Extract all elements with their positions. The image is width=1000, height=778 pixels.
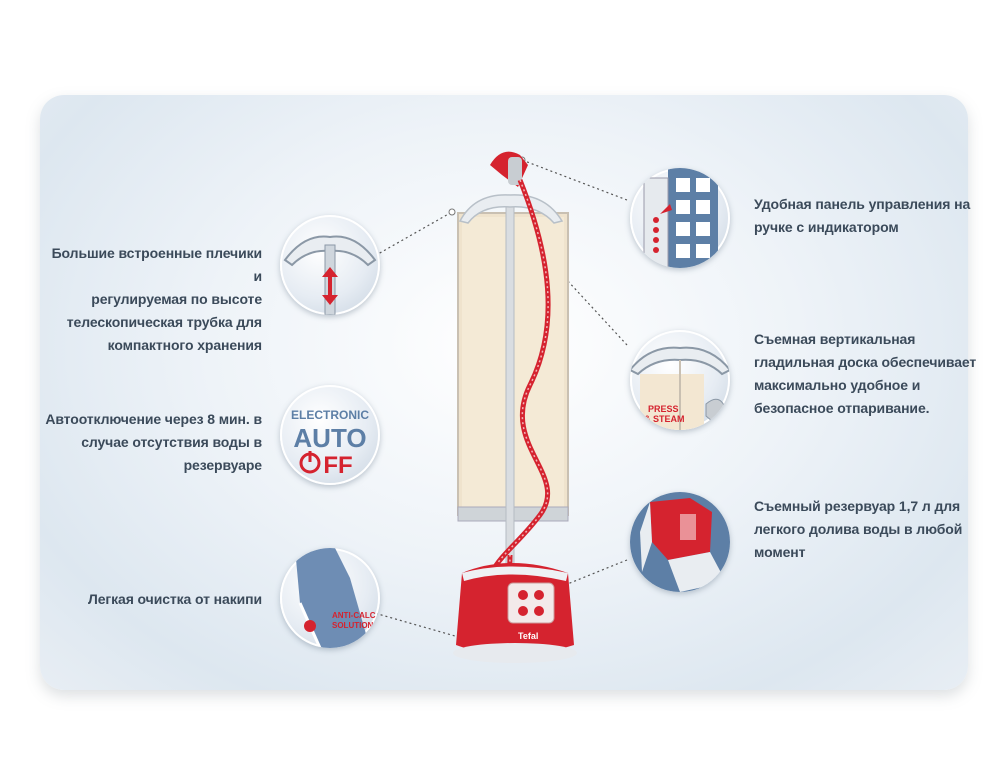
caption-anticalc: Легкая очистка от накипи (87, 591, 262, 607)
press-label: PRESS (648, 404, 679, 414)
bubble-hanger (280, 215, 380, 315)
anticalc-label: ANTI-CALC (332, 611, 376, 620)
indicator-arrow-icon (660, 204, 672, 214)
bubble-tank (630, 492, 730, 592)
caption-hanger: Большие встроенные плечики и регулируема… (51, 245, 263, 353)
solution-label: SOLUTION (332, 621, 374, 630)
tank-icon (680, 514, 696, 540)
power-icon (299, 451, 321, 474)
caption-control-panel: Удобная панель управления на ручке с инд… (754, 196, 971, 235)
steam-label: & STEAM (644, 414, 685, 424)
garment-steamer-illustration: Tefal (453, 151, 577, 663)
electronic-label: ELECTRONIC (291, 408, 369, 422)
auto-label: AUTO (293, 423, 366, 453)
caption-auto-off: Автоотключение через 8 мин. в случае отс… (45, 411, 262, 473)
height-adjust-arrow-icon (322, 267, 338, 305)
bubble-control-panel (630, 168, 730, 268)
bubble-auto-off: ELECTRONIC AUTO FF (280, 385, 380, 485)
bubble-anticalc: ANTI-CALC SOLUTION (280, 548, 380, 648)
off-label: FF (323, 452, 352, 479)
bubble-board: PRESS & STEAM (630, 330, 730, 430)
brand-logo-text: Tefal (518, 631, 538, 641)
caption-tank: Съемный резервуар 1,7 л для легкого доли… (754, 498, 963, 560)
caption-board: Съемная вертикальная гладильная доска об… (754, 331, 977, 416)
